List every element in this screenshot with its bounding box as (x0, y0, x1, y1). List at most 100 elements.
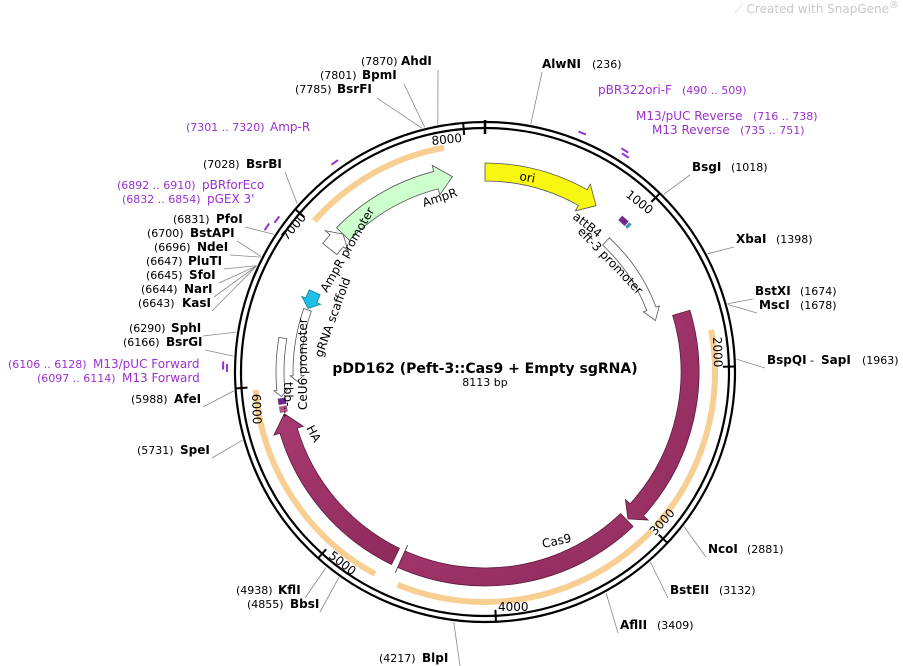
enzyme-pos-afei: (5988) (131, 393, 168, 406)
tick-marks (235, 120, 735, 622)
watermark-brand: SnapGene (827, 2, 889, 16)
tick-label-4000: 4000 (498, 600, 529, 614)
enzyme-name-kfli: KflI (278, 583, 301, 597)
ampr-arrow (335, 164, 454, 241)
enzyme-pos-pfoi: (6831) (173, 213, 210, 226)
orf-arcs (252, 144, 718, 605)
orf-arc-1 (653, 329, 718, 529)
tick-mark-1000 (650, 192, 661, 203)
enzyme-leader-12 (453, 621, 461, 666)
tick-mark-8000 (462, 122, 466, 135)
enzyme-name-ncoi: NcoI (708, 542, 738, 556)
enzyme-name-msci: MscI (759, 298, 790, 312)
enzyme-leader-22 (223, 265, 257, 270)
feature-label-tbb: tbb-... (281, 382, 295, 418)
enzyme-name-bsrfi: BsrFI (337, 82, 372, 96)
enzyme-name-bstxi: BstXI (755, 284, 791, 298)
feature-arrows (272, 162, 700, 587)
enzyme-name-bpmi: BpmI (362, 68, 397, 82)
enzyme-pos-msci: (1678) (800, 299, 837, 312)
enzyme-leader-7 (727, 304, 758, 314)
enzyme-pos-alwni: (236) (592, 58, 622, 71)
snapgene-watermark: ⟋ Created with SnapGene® (734, 0, 899, 17)
enzyme-leader-14 (319, 577, 340, 613)
plasmid-title: pDD162 (Peft-3::Cas9 + Empty sgRNA) (332, 361, 637, 377)
enzyme-pos-bbsi: (4855) (247, 598, 284, 611)
enzyme-name-bbsi: BbsI (290, 597, 319, 611)
enzyme-leader-15 (211, 439, 243, 459)
enzyme-pos-bsteii: (3132) (719, 584, 756, 597)
primer-name-pgex3: pGEX 3' (207, 192, 254, 206)
enzyme-leader-10 (650, 561, 669, 599)
enzyme-pos-bpmi: (7801) (320, 69, 357, 82)
feature-label-eft3: eft-3 promoter (575, 224, 646, 297)
primer-mark-5 (263, 222, 270, 231)
tick-mark-3000 (658, 533, 669, 544)
watermark-prefix: Created with (746, 2, 828, 16)
enzyme-pos-blpi: (4217) (379, 652, 416, 665)
tick-label-8000: 8000 (431, 131, 463, 148)
enzyme-pos-bstxi: (1674) (800, 285, 837, 298)
linker-mark (277, 397, 287, 406)
enzyme-name-kasi: KasI (182, 296, 211, 310)
cas9-arrow-part1 (624, 309, 700, 521)
primer-mark-2 (620, 147, 629, 154)
enzyme-leader-16 (202, 390, 234, 408)
enzyme-name-sphi: SphI (171, 321, 201, 335)
tick-mark-4000 (494, 609, 497, 622)
enzyme-name-blpi: BlpI (422, 651, 448, 665)
enzyme-pos-spei: (5731) (137, 444, 174, 457)
enzyme-pos-ndei: (6696) (154, 241, 191, 254)
primer-mark-4 (273, 215, 281, 224)
primer-pos-ampr: (7301 .. 7320) (186, 121, 265, 134)
enzyme-name-ndei: NdeI (197, 240, 228, 254)
enzyme-name-sapi: SapI (821, 353, 851, 367)
enzyme-pos-bstapi: (6700) (147, 227, 184, 240)
ampr-promoter-arrow (322, 229, 349, 256)
enzyme-leader-24 (236, 240, 262, 257)
enzyme-separator: - (810, 354, 814, 367)
enzyme-leader-6 (727, 298, 754, 305)
primer-name-ampr: Amp-R (270, 120, 310, 134)
enzyme-name-pfoi: PfoI (216, 212, 243, 226)
grna-arrow (300, 289, 322, 309)
enzyme-pos-ahdi: (7870) (361, 55, 398, 68)
enzyme-leader-18 (202, 331, 237, 337)
orf-arc-3 (252, 389, 377, 577)
enzyme-pos-bsrfi: (7785) (295, 83, 332, 96)
enzyme-name-alwni: AlwNI (542, 57, 581, 71)
enzyme-leader-11 (605, 592, 619, 634)
primer-marks (222, 130, 630, 372)
enzyme-leader-25 (244, 226, 275, 235)
feature-label-ori: ori (518, 169, 536, 185)
enzyme-leader-26 (284, 171, 298, 204)
enzyme-name-bsrbi: BsrBI (246, 157, 282, 171)
enzyme-name-nari: NarI (184, 282, 213, 296)
enzyme-name-ahdi: AhdI (401, 54, 432, 68)
snapgene-logo-icon: ⟋ (734, 2, 747, 16)
enzyme-pos-nari: (6644) (141, 283, 178, 296)
enzyme-name-xbai: XbaI (736, 232, 766, 246)
primer-mark-0 (330, 159, 339, 166)
ha-tag-mark (278, 405, 288, 413)
enzyme-name-bsgi: BsgI (692, 160, 721, 174)
enzyme-leader-5 (707, 246, 735, 255)
enzyme-name-bsteii: BstEII (670, 583, 709, 597)
enzyme-leader-3 (530, 71, 543, 125)
enzyme-leader-4 (663, 174, 691, 195)
enzyme-name-bspqi: BspQI (767, 353, 807, 367)
enzyme-pos-xbai: (1398) (776, 233, 813, 246)
eft3-promoter-arrow (602, 237, 660, 322)
primer-mark-1 (578, 130, 587, 136)
enzyme-name-aflii: AflII (620, 618, 647, 632)
enzyme-pos-kfli: (4938) (236, 584, 273, 597)
primer-pos-pbr322ori: (490 .. 509) (682, 84, 747, 97)
tick-label-6000: 6000 (249, 394, 264, 425)
primer-name-m13-fwd: M13 Forward (122, 371, 200, 385)
primer-pos-pbrforeco: (6892 .. 6910) (117, 179, 196, 192)
enzyme-leader-13 (304, 567, 327, 599)
enzyme-pos-aflii: (3409) (657, 619, 694, 632)
enzyme-leader-23 (229, 254, 261, 258)
enzyme-name-bsrgi: BsrGI (166, 335, 203, 349)
